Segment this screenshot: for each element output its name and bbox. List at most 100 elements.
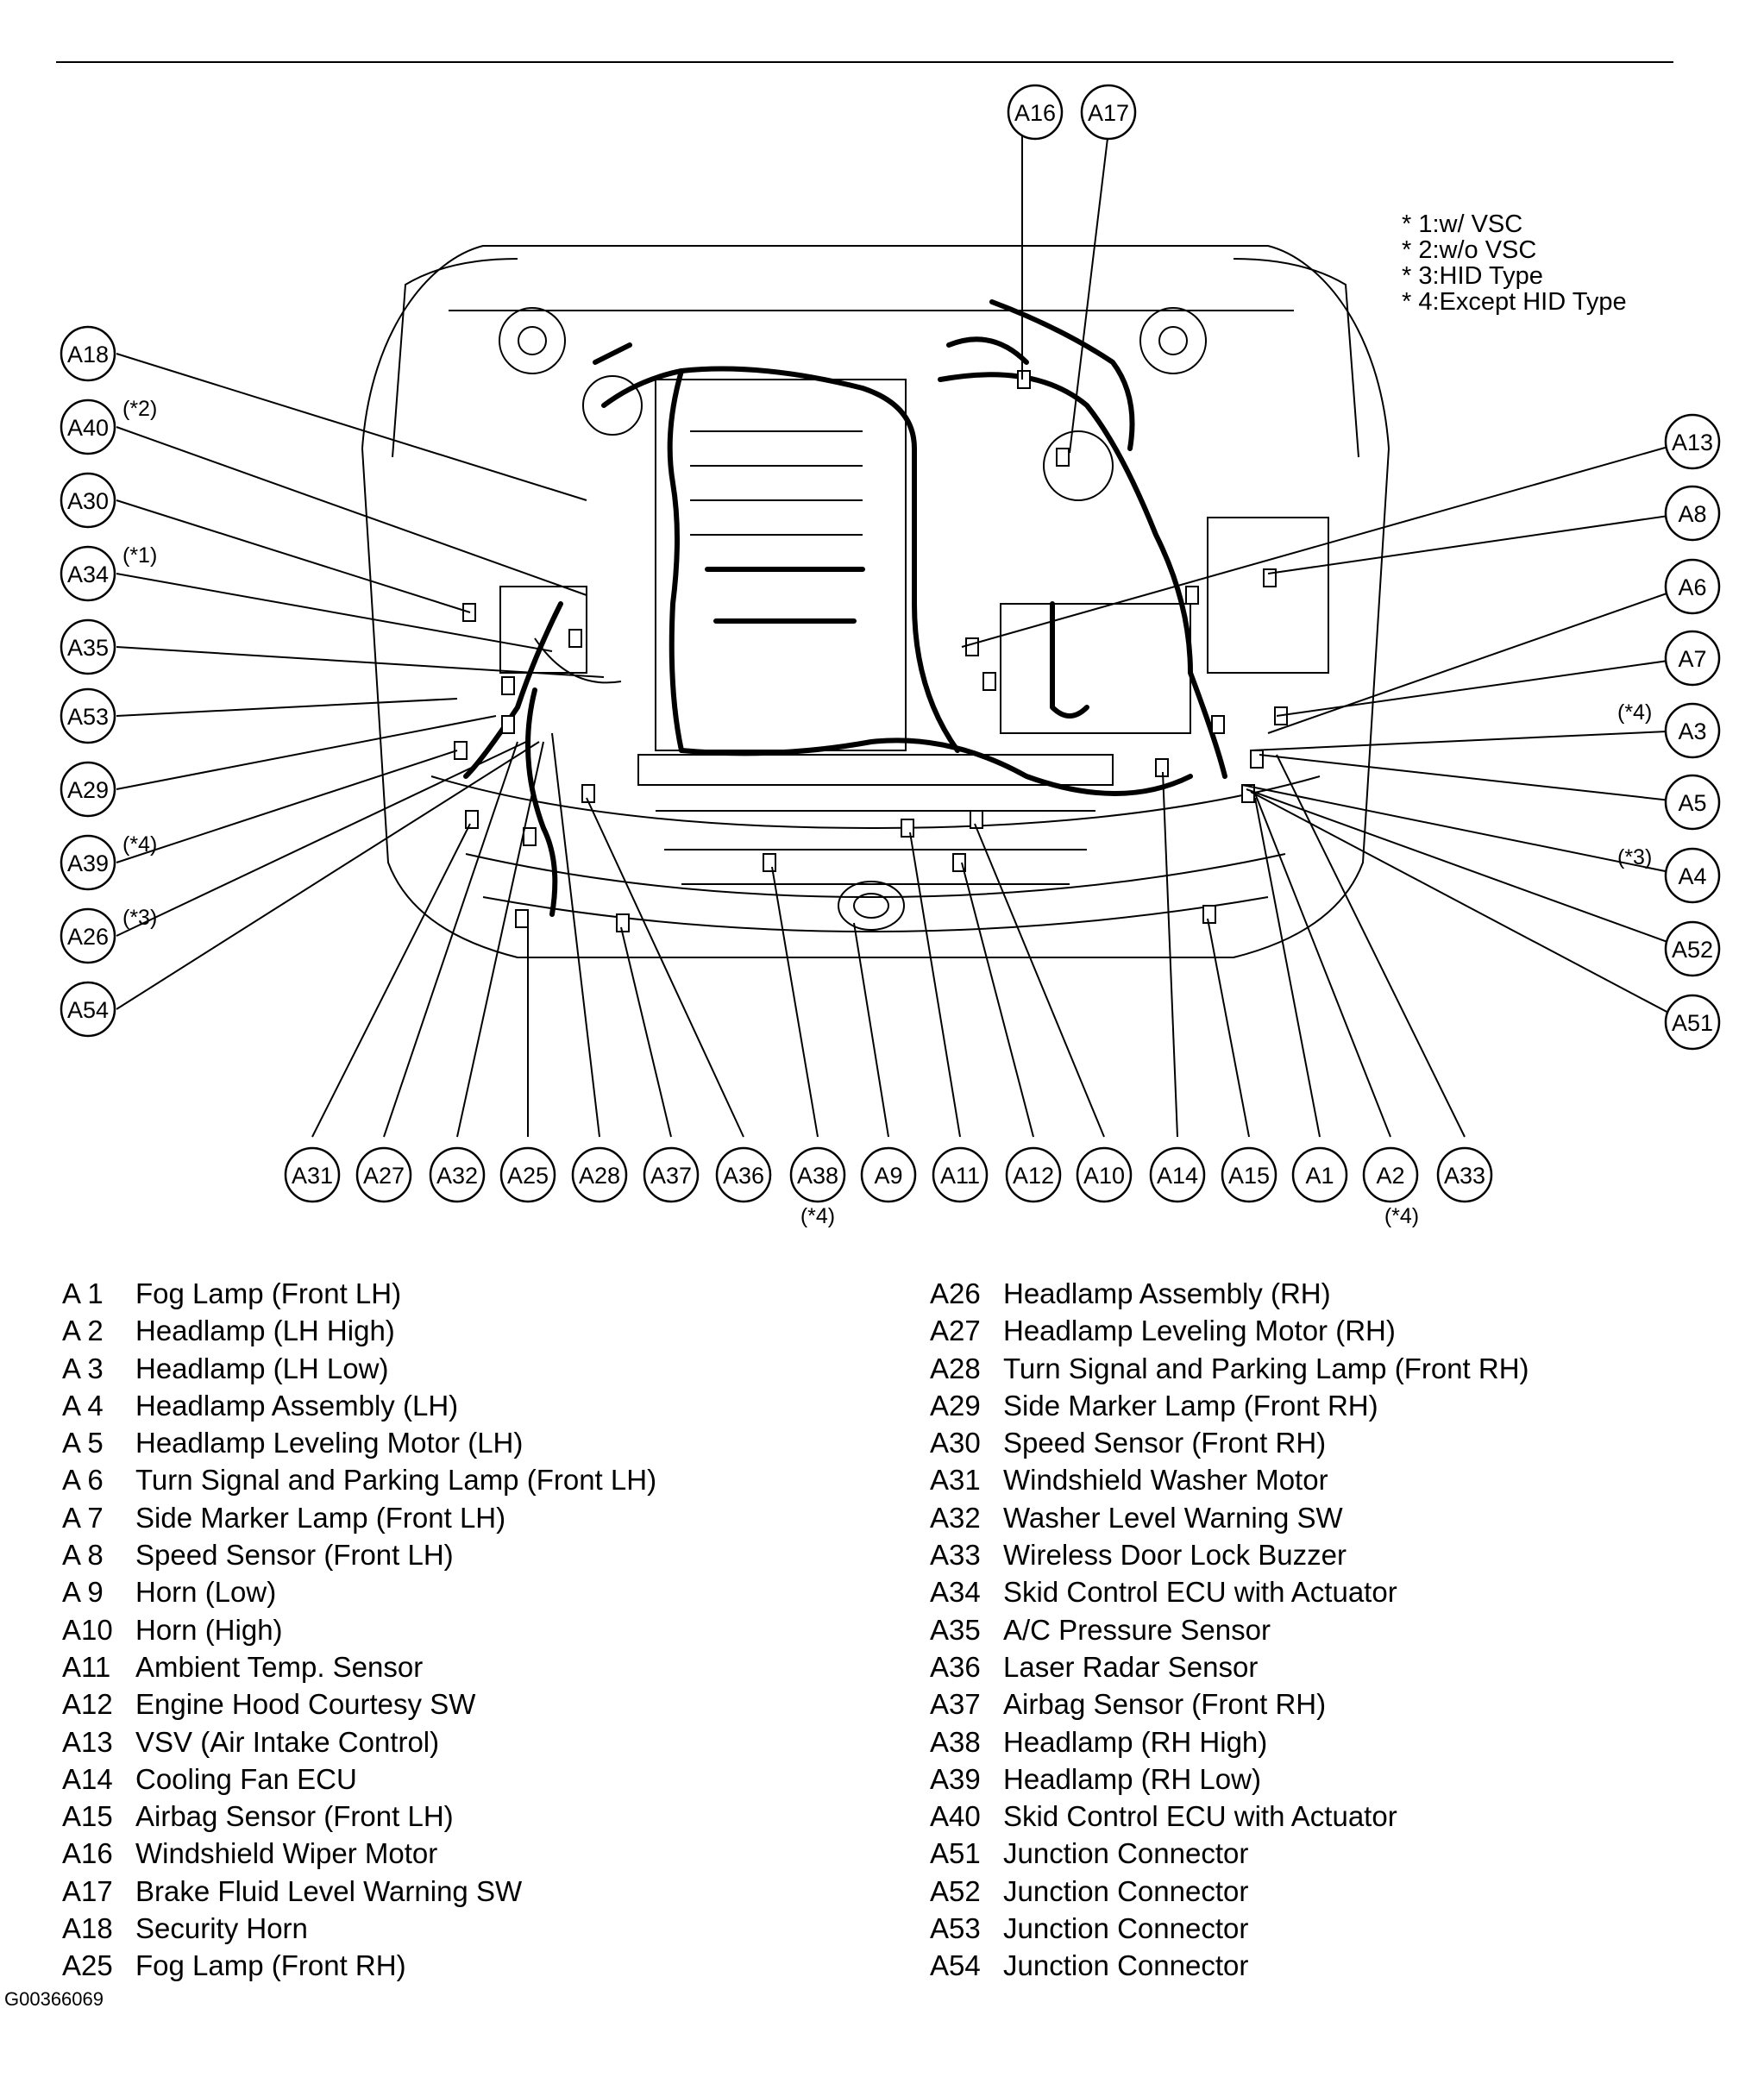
legend-code: A29 — [930, 1389, 981, 1422]
legend-name: Windshield Washer Motor — [1003, 1464, 1328, 1497]
legend-name: Cooling Fan ECU — [135, 1762, 357, 1795]
legend-code: A51 — [930, 1837, 981, 1870]
footnote-marks: (*2) (*1) (*4) (*3) (*4) (*3) (*4) (*4) — [122, 397, 1652, 1228]
callout-a32: A32 — [436, 1163, 478, 1189]
callout-circles — [60, 84, 1721, 1203]
legend-name: Laser Radar Sensor — [1003, 1650, 1259, 1683]
callout-labels: A16 A17 A18 A40 A30 A34 A35 A53 A29 A39 … — [67, 100, 1713, 1189]
legend-name: Engine Hood Courtesy SW — [135, 1688, 476, 1721]
legend-code: A17 — [62, 1874, 113, 1907]
callout-a37: A37 — [650, 1163, 692, 1189]
engine-compartment-diagram: A16 A17 A18 A40 A30 A34 A35 A53 A29 A39 … — [56, 61, 1721, 1228]
footnote-key-item: * 1:w/ VSC — [1402, 210, 1523, 238]
legend-name: A/C Pressure Sensor — [1003, 1613, 1271, 1646]
legend-code: A16 — [62, 1837, 113, 1870]
legend-code: A 7 — [62, 1501, 104, 1534]
legend-code: A 5 — [62, 1427, 104, 1459]
legend-name: Turn Signal and Parking Lamp (Front RH) — [1003, 1352, 1529, 1384]
legend-code: A36 — [930, 1650, 981, 1683]
legend-name: Airbag Sensor (Front LH) — [135, 1800, 454, 1833]
legend-code: A28 — [930, 1352, 981, 1384]
callout-a16: A16 — [1014, 100, 1056, 126]
legend-name: Washer Level Warning SW — [1003, 1501, 1343, 1534]
legend-code: A25 — [62, 1949, 113, 1982]
callout-a6: A6 — [1678, 574, 1706, 600]
legend-code: A32 — [930, 1501, 981, 1534]
legend-name: Speed Sensor (Front RH) — [1003, 1427, 1327, 1459]
legend-name: Speed Sensor (Front LH) — [135, 1539, 454, 1572]
legend-code: A 8 — [62, 1539, 104, 1572]
legend-code: A14 — [62, 1762, 113, 1795]
legend-code: A26 — [930, 1277, 981, 1309]
legend-name: Headlamp Leveling Motor (RH) — [1003, 1315, 1396, 1347]
legend-name: Fog Lamp (Front LH) — [135, 1277, 402, 1309]
callout-a38: A38 — [797, 1163, 838, 1189]
callout-a14: A14 — [1157, 1163, 1198, 1189]
callout-a18: A18 — [67, 342, 109, 367]
legend-name: Skid Control ECU with Actuator — [1003, 1576, 1397, 1609]
legend-code: A 3 — [62, 1352, 104, 1384]
legend-row: A29 Side Marker Lamp (Front RH) — [930, 1387, 1529, 1424]
legend-code: A11 — [62, 1650, 111, 1683]
footnote-mark-a3: (*4) — [1617, 700, 1652, 725]
callout-a17: A17 — [1088, 100, 1129, 126]
legend-code: A13 — [62, 1725, 113, 1758]
legend-code: A 9 — [62, 1576, 104, 1609]
callout-a25: A25 — [507, 1163, 549, 1189]
legend-name: Skid Control ECU with Actuator — [1003, 1800, 1397, 1833]
callout-a51: A51 — [1672, 1010, 1713, 1036]
legend-code: A 1 — [62, 1277, 104, 1309]
callout-a13: A13 — [1672, 430, 1713, 455]
legend-row: A 8 Speed Sensor (Front LH) — [62, 1536, 656, 1573]
legend-name: Ambient Temp. Sensor — [135, 1650, 424, 1683]
callout-a29: A29 — [67, 777, 109, 803]
callout-a11: A11 — [940, 1163, 980, 1189]
callout-a28: A28 — [579, 1163, 620, 1189]
callout-a5: A5 — [1678, 790, 1706, 816]
legend-code: A54 — [930, 1949, 981, 1982]
callout-a36: A36 — [723, 1163, 764, 1189]
footnote-mark-a4: (*3) — [1617, 845, 1652, 869]
legend-code: A37 — [930, 1688, 981, 1721]
vehicle-outline — [361, 245, 1390, 958]
legend-row: A26 Headlamp Assembly (RH) — [930, 1275, 1529, 1312]
legend-row: A14 Cooling Fan ECU — [62, 1760, 656, 1798]
legend-name: Junction Connector — [1003, 1837, 1249, 1870]
callout-a1: A1 — [1305, 1163, 1334, 1189]
footnote-key-item: * 4:Except HID Type — [1402, 288, 1627, 316]
legend-name: Headlamp (RH Low) — [1003, 1762, 1261, 1795]
legend-name: Headlamp Assembly (RH) — [1003, 1277, 1331, 1309]
legend-code: A 2 — [62, 1315, 104, 1347]
callout-a27: A27 — [363, 1163, 405, 1189]
callout-a10: A10 — [1083, 1163, 1125, 1189]
legend-code: A33 — [930, 1539, 981, 1572]
legend-name: Wireless Door Lock Buzzer — [1003, 1539, 1347, 1572]
legend-row: A37 Airbag Sensor (Front RH) — [930, 1685, 1529, 1723]
legend-name: Side Marker Lamp (Front RH) — [1003, 1389, 1378, 1422]
callout-a3: A3 — [1678, 719, 1706, 744]
callout-a8: A8 — [1678, 501, 1706, 527]
legend-code: A31 — [930, 1464, 981, 1497]
footnote-mark-a38: (*4) — [800, 1204, 835, 1228]
legend-name: Horn (High) — [135, 1613, 283, 1646]
legend-row: A11 Ambient Temp. Sensor — [62, 1648, 656, 1685]
legend-code: A38 — [930, 1725, 981, 1758]
legend-name: Headlamp Assembly (LH) — [135, 1389, 459, 1422]
legend-code: A39 — [930, 1762, 981, 1795]
legend-name: Airbag Sensor (Front RH) — [1003, 1688, 1327, 1721]
callout-a53: A53 — [67, 704, 109, 730]
footnote-mark-a26: (*3) — [122, 906, 157, 930]
connectors — [454, 370, 1288, 932]
